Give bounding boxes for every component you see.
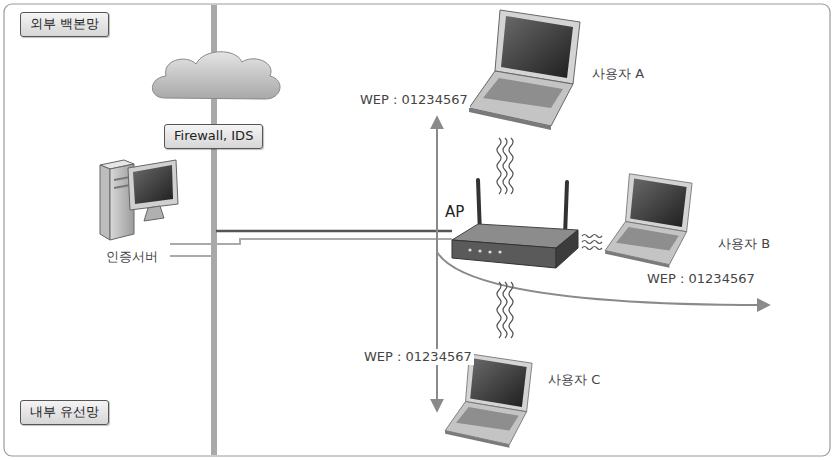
drive-bay	[114, 177, 130, 180]
user-label: 사용자 A	[590, 66, 646, 82]
radio-wave	[497, 282, 501, 338]
key-label: WEP : 01234567	[645, 271, 757, 287]
monitor-screen	[133, 165, 173, 204]
radio-wave	[503, 282, 507, 338]
device-label: AP	[443, 203, 466, 222]
antenna	[565, 182, 567, 236]
wired-link	[170, 239, 452, 244]
outer-frame	[4, 4, 830, 456]
user-label: 사용자 C	[546, 372, 602, 388]
monitor-frame	[128, 160, 178, 210]
laptop-icon	[469, 10, 580, 130]
led	[488, 250, 491, 253]
led	[498, 250, 501, 253]
radio-wave	[497, 138, 501, 194]
wired-link	[216, 230, 452, 233]
led	[478, 249, 481, 252]
monitor-stand	[144, 206, 164, 221]
laptop-icon	[445, 354, 532, 448]
server-label: 인증서버	[104, 249, 160, 265]
server-tower-side	[100, 165, 110, 240]
drive-bay	[114, 185, 130, 188]
auth-server-icon	[100, 160, 178, 240]
radio-wave	[582, 235, 602, 238]
wired-link	[170, 255, 212, 257]
laptop-icon	[605, 174, 692, 268]
access-point-icon	[452, 180, 578, 268]
radio-waves	[497, 138, 602, 338]
box-text: 외부 백본망	[30, 16, 99, 33]
router-side	[556, 230, 578, 268]
radio-wave	[509, 138, 513, 194]
internet-cloud	[152, 52, 280, 99]
box-text: Firewall, IDS	[174, 128, 253, 145]
radio-wave	[582, 247, 602, 250]
radio-wave	[582, 241, 602, 244]
network-box: 내부 유선망	[20, 400, 109, 425]
key-label: WEP : 01234567	[362, 349, 474, 365]
user-label: 사용자 B	[716, 236, 772, 252]
key-distribution-arrow	[436, 118, 438, 410]
key-label: WEP : 01234567	[358, 92, 470, 108]
box-text: 내부 유선망	[30, 404, 99, 421]
router-front	[452, 240, 556, 268]
radio-wave	[503, 138, 507, 194]
security-box: Firewall, IDS	[164, 124, 263, 149]
network-box: 외부 백본망	[20, 12, 109, 37]
led	[468, 248, 471, 251]
radio-wave	[509, 282, 513, 338]
